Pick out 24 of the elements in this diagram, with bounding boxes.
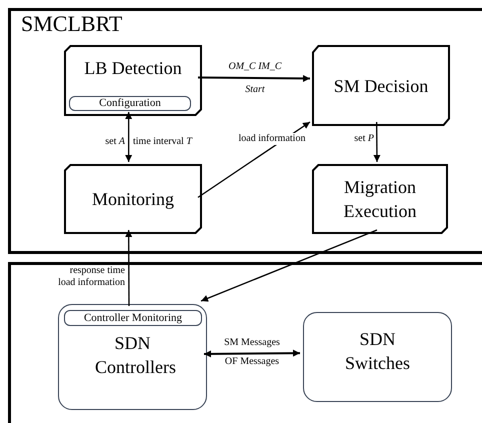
- arrow: [204, 350, 300, 358]
- box-label: Monitoring: [90, 188, 175, 211]
- frame-title: SMCLBRT: [21, 13, 122, 35]
- box-label: LB Detection: [83, 57, 183, 80]
- group-frame: [8, 8, 482, 254]
- component-box: [303, 312, 452, 402]
- arrow: [373, 122, 380, 162]
- arrow: [125, 112, 132, 162]
- arrow: [125, 230, 132, 306]
- component-box: [58, 304, 207, 410]
- arrow: [198, 74, 310, 82]
- box-label: SM Decision: [332, 74, 430, 98]
- box-label: SDN Controllers: [94, 332, 177, 379]
- box-label: SDN Switches: [344, 328, 411, 375]
- process-box: [65, 165, 201, 233]
- box-label: Controller Monitoring: [82, 311, 184, 325]
- process-box: [313, 46, 449, 125]
- sub-module-box: [64, 310, 202, 326]
- box-label: Migration Execution: [342, 176, 418, 223]
- process-box: [313, 165, 447, 233]
- sub-module-box: [69, 96, 191, 111]
- process-box: [65, 46, 201, 115]
- box-label: Configuration: [98, 97, 162, 110]
- frame-box: [8, 262, 482, 423]
